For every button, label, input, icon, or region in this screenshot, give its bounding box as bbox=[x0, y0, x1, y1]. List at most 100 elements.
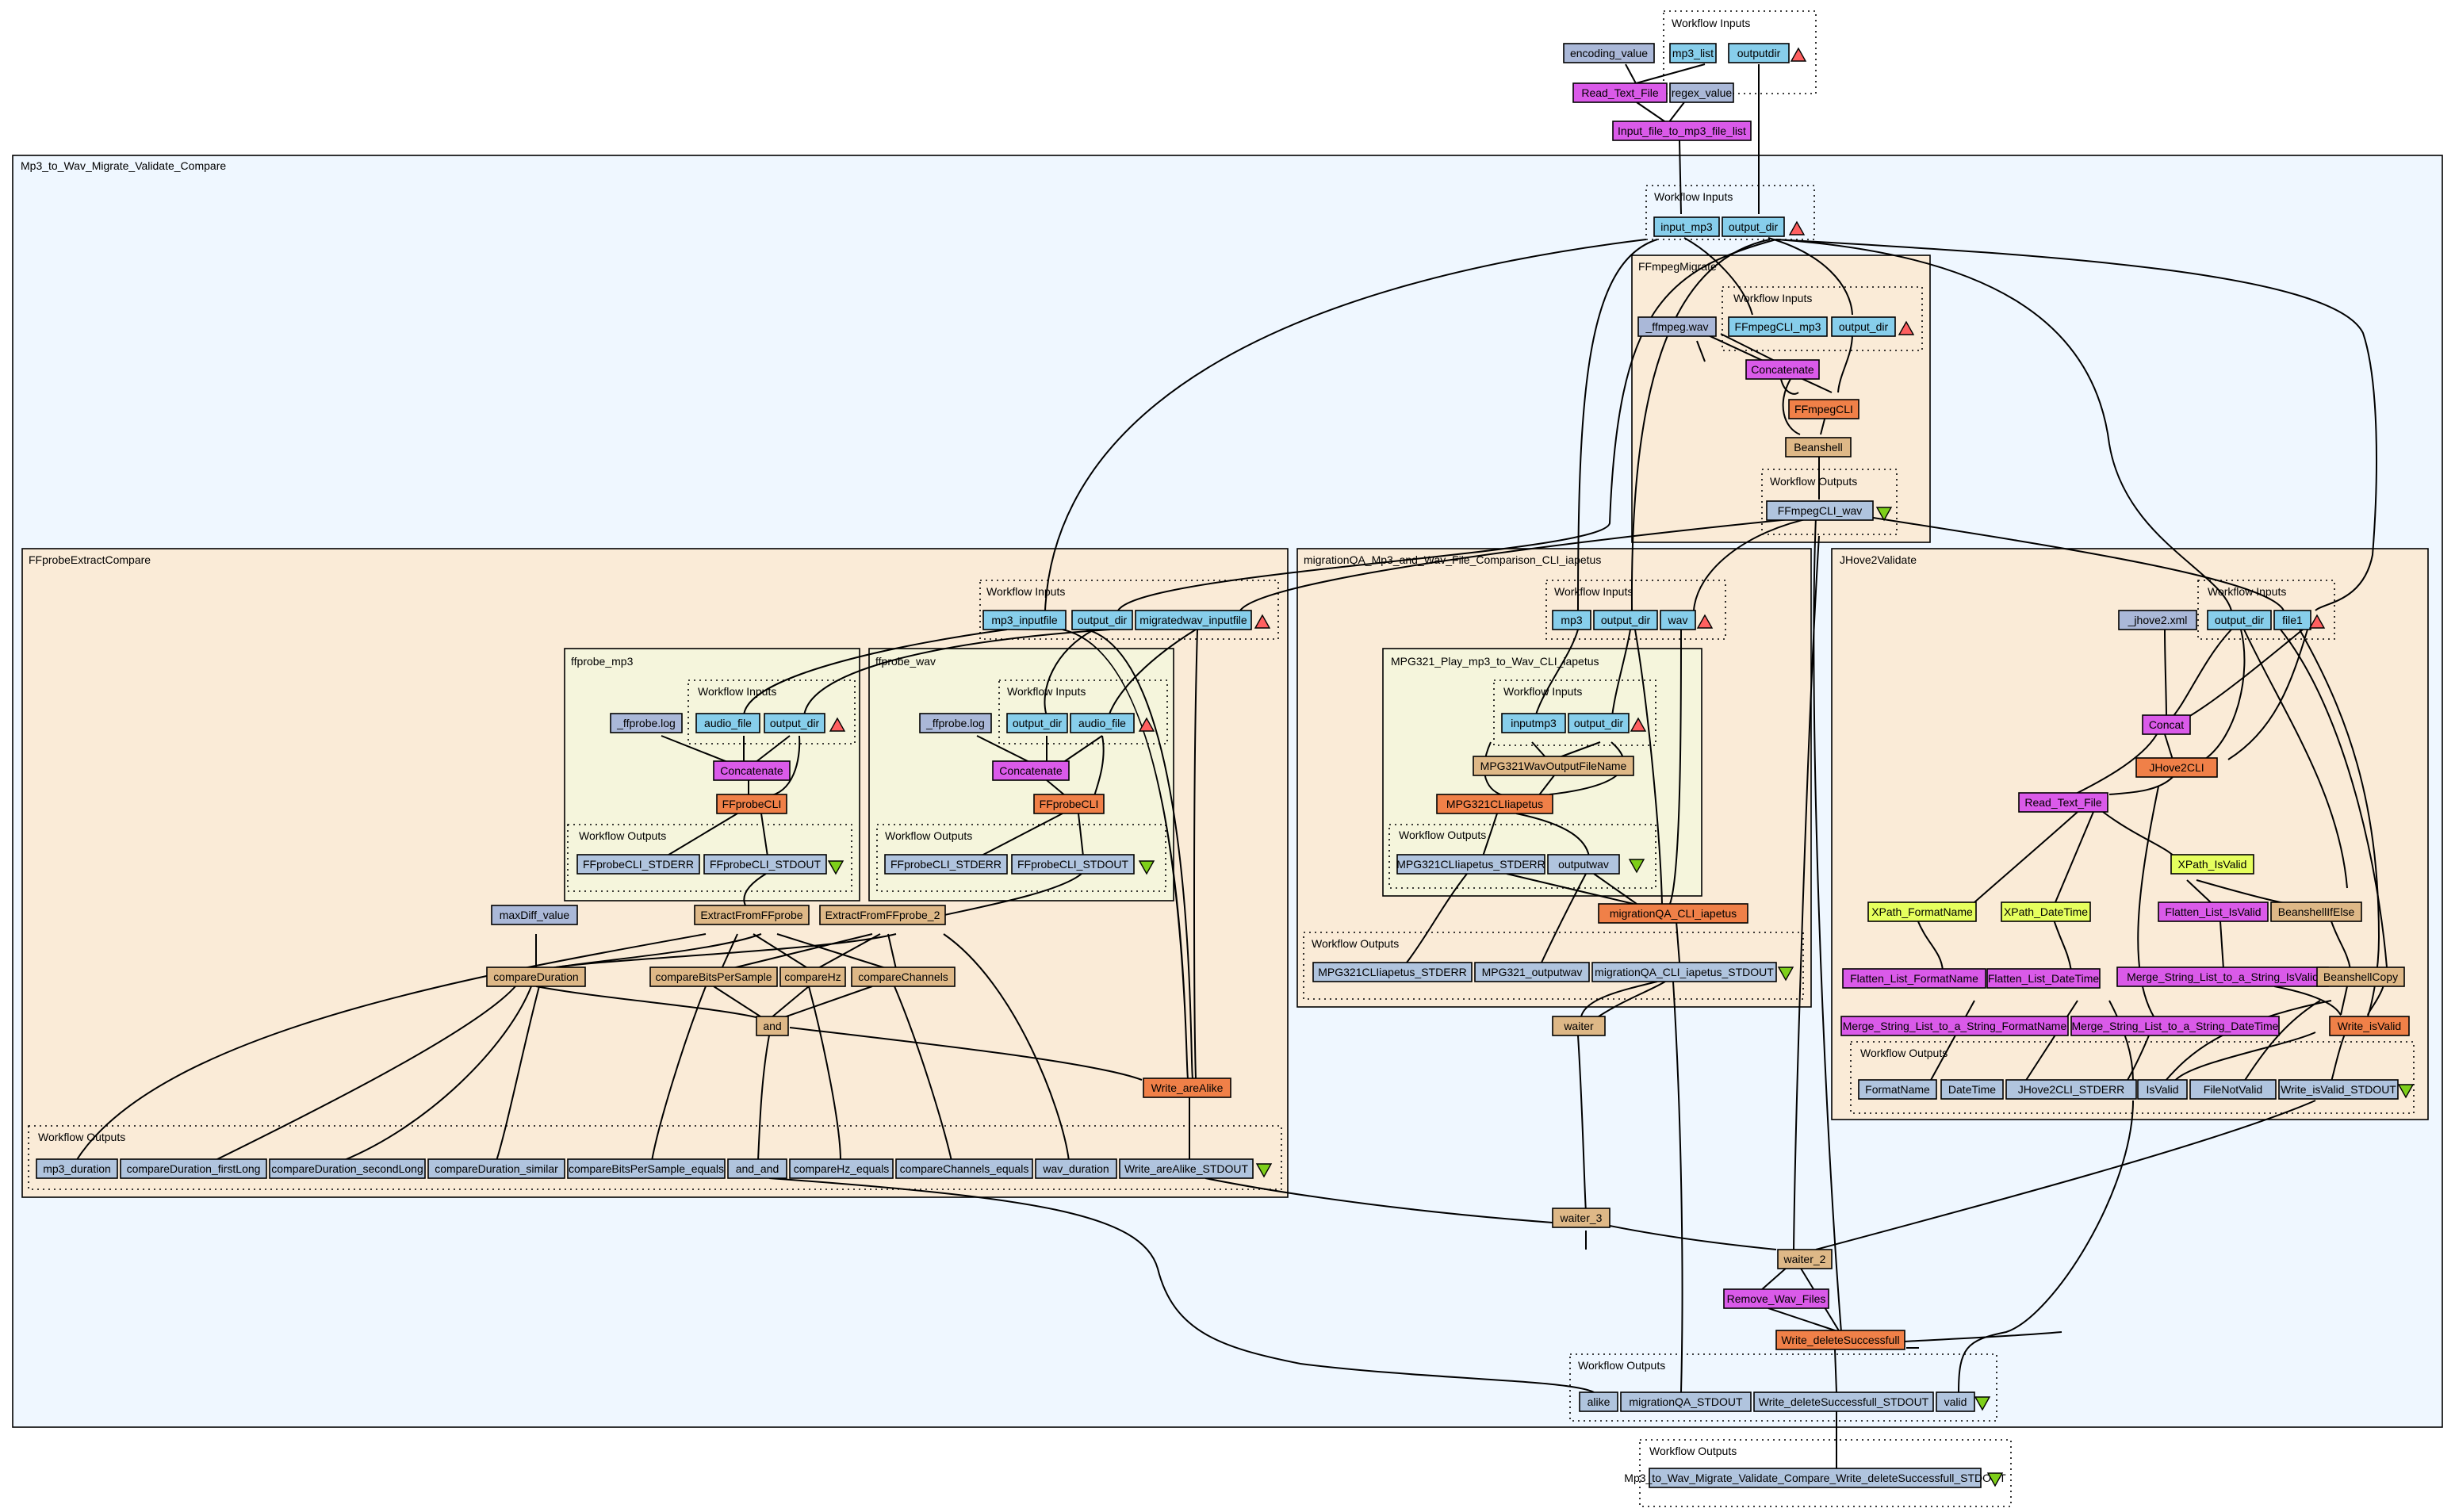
node-label: _ffprobe.log bbox=[925, 717, 985, 729]
outputs-triangle-icon bbox=[827, 860, 845, 875]
node-top-inputfile: Input_file_to_mp3_file_list bbox=[1612, 121, 1752, 141]
node-j-flfmt: Flatten_List_FormatName bbox=[1842, 968, 1986, 989]
node-box bbox=[1070, 713, 1135, 733]
node-top-encoding: encoding_value bbox=[1563, 43, 1655, 63]
node-g-stderr: MPG321CLIiapetus_STDERR bbox=[1396, 854, 1545, 875]
node-label: XPath_IsValid bbox=[2178, 858, 2247, 871]
node-box bbox=[1568, 713, 1630, 733]
node-box bbox=[1722, 216, 1785, 237]
node-j-mdt: Merge_String_List_to_a_String_DateTime bbox=[2070, 1016, 2280, 1036]
node-label: compareDuration bbox=[493, 970, 578, 983]
ffprobeextract-inputs-group bbox=[979, 580, 1279, 640]
node-label: Mp3_to_Wav_Migrate_Validate_Compare_Writ… bbox=[1624, 1472, 2006, 1484]
node-j-mfmt: Merge_String_List_to_a_String_FormatName bbox=[1840, 1016, 2069, 1036]
main-outputs-label: Workflow Outputs bbox=[1578, 1359, 1665, 1372]
node-box bbox=[36, 1158, 118, 1179]
ffmpeg-outputs-label: Workflow Outputs bbox=[1770, 475, 1857, 488]
ffprobeextract-outputs-group bbox=[28, 1125, 1282, 1190]
node-top-outputdir: outputdir bbox=[1728, 43, 1790, 63]
node-p-mp3in: mp3_inputfile bbox=[982, 610, 1067, 630]
node-label: migrationQA_CLI_iapetus_STDOUT bbox=[1595, 966, 1774, 978]
cluster-ffprobeextractcompare-label: FFprobeExtractCompare bbox=[29, 553, 151, 566]
node-j-xvalid: XPath_IsValid bbox=[2170, 854, 2254, 875]
ffprobemp3-outputs-label: Workflow Outputs bbox=[579, 829, 666, 842]
node-box bbox=[1858, 1079, 1937, 1100]
node-box bbox=[703, 854, 827, 875]
node-po-chz: compareHz_equals bbox=[789, 1158, 894, 1179]
node-q-mp3: mp3 bbox=[1552, 610, 1591, 630]
ffmpeg-inputs-group bbox=[1722, 286, 1923, 351]
top-inputs-label: Workflow Inputs bbox=[1672, 17, 1750, 29]
node-jo-notvalid: FileNotValid bbox=[2189, 1079, 2277, 1100]
cluster-jhove2validate-label: JHove2Validate bbox=[1840, 553, 1917, 566]
node-box bbox=[694, 905, 810, 925]
node-label: _ffprobe.log bbox=[616, 717, 676, 729]
node-label: XPath_DateTime bbox=[2004, 905, 2088, 918]
node-box bbox=[120, 1158, 267, 1179]
node-box bbox=[1785, 437, 1852, 457]
node-box bbox=[2316, 967, 2405, 987]
node-box bbox=[2278, 1079, 2399, 1100]
node-m-writedel: Write_deleteSuccessfull bbox=[1775, 1330, 1905, 1350]
node-label: compareChannels_equals bbox=[900, 1162, 1029, 1175]
node-f-outdir: output_dir bbox=[1831, 316, 1896, 337]
node-label: regex_value bbox=[1672, 86, 1732, 99]
node-box bbox=[1473, 756, 1634, 776]
node-label: MPG321_outputwav bbox=[1482, 966, 1583, 978]
node-box bbox=[919, 713, 992, 733]
node-label: MPG321CLIiapetus_STDERR bbox=[1396, 858, 1545, 871]
node-box bbox=[1035, 1158, 1117, 1179]
node-box bbox=[2135, 757, 2218, 778]
inputs-triangle-icon bbox=[1254, 614, 1271, 629]
node-label: audio_file bbox=[704, 717, 752, 729]
node-b-stdout: FFprobeCLI_STDOUT bbox=[1011, 854, 1135, 875]
node-box bbox=[716, 794, 787, 814]
node-label: JHove2CLI_STDERR bbox=[2018, 1083, 2125, 1096]
node-box bbox=[1842, 968, 1986, 989]
node-box bbox=[1766, 500, 1874, 521]
node-q-outdir: output_dir bbox=[1593, 610, 1658, 630]
node-label: IsValid bbox=[2147, 1083, 2179, 1096]
node-m-waiter: waiter bbox=[1552, 1016, 1606, 1036]
node-q-cli: migrationQA_CLI_iapetus bbox=[1598, 903, 1748, 924]
node-box bbox=[1620, 1391, 1752, 1412]
node-b-log: _ffprobe.log bbox=[919, 713, 992, 733]
node-label: MPG321CLIiapetus_STDERR bbox=[1318, 966, 1467, 978]
inputs-triangle-icon bbox=[1696, 614, 1714, 629]
node-label: DateTime bbox=[1948, 1083, 1996, 1096]
node-j-xdt: XPath_DateTime bbox=[2001, 901, 2091, 922]
node-label: output_dir bbox=[2215, 614, 2265, 626]
node-po-cdsecond: compareDuration_secondLong bbox=[269, 1158, 426, 1179]
node-jo-dt: DateTime bbox=[1940, 1079, 2004, 1100]
node-jo-fmt: FormatName bbox=[1858, 1079, 1937, 1100]
node-b-cli: FFprobeCLI bbox=[1033, 794, 1105, 814]
node-label: alike bbox=[1588, 1395, 1610, 1408]
node-box bbox=[2118, 610, 2197, 630]
top-inputs-group bbox=[1663, 10, 1817, 94]
node-a-stdout: FFprobeCLI_STDOUT bbox=[703, 854, 827, 875]
node-box bbox=[1867, 901, 1977, 922]
node-label: migrationQA_CLI_iapetus bbox=[1610, 907, 1737, 920]
node-box bbox=[779, 967, 846, 987]
node-label: MPG321WavOutputFileName bbox=[1480, 760, 1627, 772]
ffprobewav-inputs-group bbox=[998, 679, 1168, 745]
node-label: _ffmpeg.wav bbox=[1645, 320, 1708, 333]
inputs-triangle-icon bbox=[829, 717, 846, 732]
node-label: mp3_inputfile bbox=[991, 614, 1057, 626]
node-m-waiter2: waiter_2 bbox=[1777, 1249, 1833, 1269]
node-po-mp3dur: mp3_duration bbox=[36, 1158, 118, 1179]
node-p-ext1: ExtractFromFFprobe bbox=[694, 905, 810, 925]
node-label: Flatten_List_FormatName bbox=[1850, 972, 1978, 985]
node-label: mp3_duration bbox=[43, 1162, 111, 1175]
node-m-input-mp3: input_mp3 bbox=[1653, 216, 1720, 237]
ffmpeg-outputs-group bbox=[1761, 469, 1898, 535]
node-label: BeanshellCopy bbox=[2323, 970, 2398, 983]
outputs-triangle-icon bbox=[1777, 967, 1794, 982]
node-label: wav bbox=[1668, 614, 1688, 626]
node-label: ExtractFromFFprobe bbox=[700, 909, 802, 921]
node-box bbox=[1312, 962, 1473, 982]
node-po-cdsim: compareDuration_similar bbox=[427, 1158, 565, 1179]
outputs-triangle-icon bbox=[1986, 1472, 2004, 1487]
node-label: JHove2CLI bbox=[2149, 761, 2204, 774]
node-label: output_dir bbox=[1078, 614, 1128, 626]
